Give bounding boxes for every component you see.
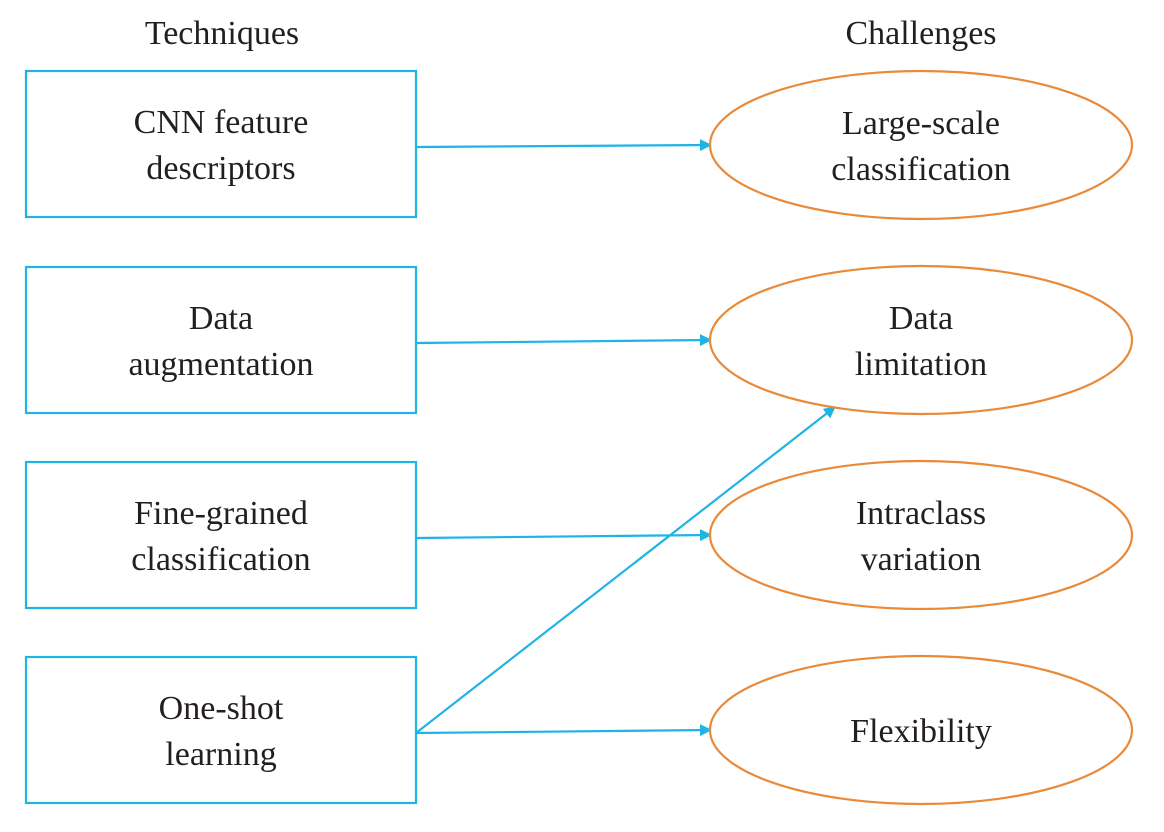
technique-augmentation-label-line-2: augmentation bbox=[128, 346, 313, 383]
arrow-finegrained-to-intraclass bbox=[415, 529, 712, 542]
technique-finegrained-label-line-2: classification bbox=[131, 541, 310, 578]
challenge-largescale-label-line-1: Large-scale bbox=[842, 105, 1000, 142]
challenge-datalimitation-label-line-2: limitation bbox=[855, 346, 987, 383]
technique-node-finegrained: Fine-grained classification bbox=[24, 460, 418, 610]
challenge-node-flexibility: Flexibility bbox=[708, 654, 1134, 806]
challenge-ellipse bbox=[708, 69, 1134, 221]
challenge-ellipse bbox=[708, 264, 1134, 416]
technique-box bbox=[24, 655, 418, 805]
challenge-ellipse bbox=[708, 459, 1134, 611]
technique-oneshot-label-line-1: One-shot bbox=[159, 690, 284, 727]
challenge-intraclass-label-line-1: Intraclass bbox=[856, 495, 986, 532]
challenge-largescale-label-line-2: classification bbox=[831, 151, 1010, 188]
technique-node-augmentation: Data augmentation bbox=[24, 265, 418, 415]
technique-cnn-label-line-1: CNN feature bbox=[134, 104, 309, 141]
arrow-oneshot-to-flexibility bbox=[415, 724, 712, 737]
technique-node-oneshot: One-shot learning bbox=[24, 655, 418, 805]
challenge-ellipse bbox=[708, 654, 1134, 806]
challenge-node-intraclass: Intraclass variation bbox=[708, 459, 1134, 611]
arrow-augmentation-to-datalimitation bbox=[415, 334, 712, 347]
technique-finegrained-label-line-1: Fine-grained bbox=[134, 495, 308, 532]
technique-cnn-label-line-2: descriptors bbox=[146, 150, 295, 187]
technique-oneshot-label-line-2: learning bbox=[165, 736, 276, 773]
challenge-node-largescale: Large-scale classification bbox=[708, 69, 1134, 221]
arrow-cnn-to-largescale bbox=[415, 139, 712, 152]
challenge-datalimitation-label-line-1: Data bbox=[889, 300, 953, 337]
challenge-flexibility-label-line-1: Flexibility bbox=[850, 713, 992, 750]
challenge-node-datalimitation: Data limitation bbox=[708, 264, 1134, 416]
technique-box bbox=[24, 69, 418, 219]
challenge-intraclass-label-line-2: variation bbox=[861, 541, 982, 578]
connectors bbox=[415, 139, 836, 737]
challenges-heading: Challenges bbox=[845, 15, 996, 52]
technique-box bbox=[24, 460, 418, 610]
techniques-heading: Techniques bbox=[145, 15, 299, 52]
technique-box bbox=[24, 265, 418, 415]
technique-node-cnn: CNN feature descriptors bbox=[24, 69, 418, 219]
arrow-oneshot-to-datalimitation bbox=[415, 406, 836, 734]
technique-augmentation-label-line-1: Data bbox=[189, 300, 253, 337]
